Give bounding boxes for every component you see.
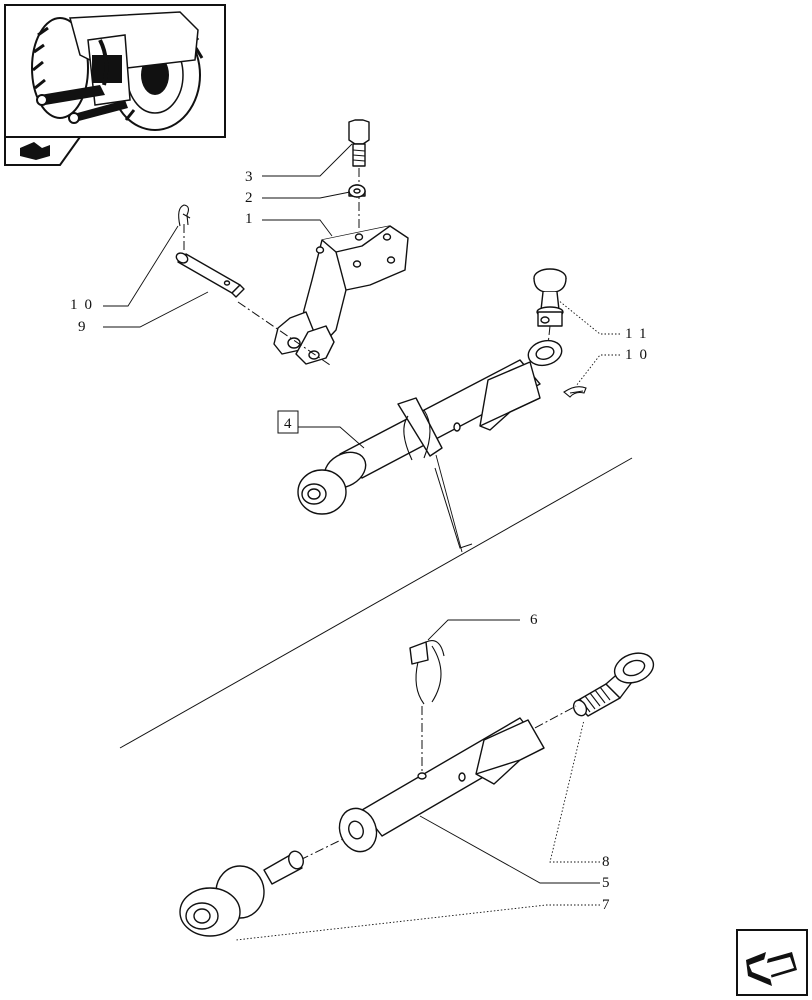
callout-7: 7 (602, 897, 617, 913)
callout-8: 8 (602, 854, 617, 870)
tube-part-5 (338, 717, 545, 853)
rear-end-part-7 (179, 850, 304, 937)
clamp-part-6 (409, 640, 445, 705)
bracket-part-1 (273, 225, 409, 365)
next-page-arrow-icon[interactable] (736, 929, 808, 996)
section-symbol-icon (4, 136, 82, 166)
lift-link-part-4 (297, 339, 563, 515)
ball-joint-part-11 (533, 268, 567, 327)
threaded-eye-part-8 (572, 652, 655, 717)
bolt-part-3 (348, 119, 370, 167)
callout-9: 9 (78, 319, 93, 335)
washer-part-2 (348, 184, 366, 198)
break-indicator (434, 467, 473, 549)
pin-part-9 (175, 252, 245, 298)
callout-10-left: 10 (70, 297, 99, 313)
thumbnail-frame (4, 4, 226, 138)
callout-4: 4 (284, 416, 292, 432)
r-clip-part-10-left (178, 204, 191, 227)
section-divider-line (119, 457, 633, 749)
callout-4-box: 4 (277, 410, 299, 434)
callout-10-right: 10 (625, 347, 654, 363)
callout-5: 5 (602, 875, 617, 891)
leader-lines (103, 143, 620, 941)
callout-3: 3 (245, 169, 260, 185)
callout-1: 1 (245, 211, 260, 227)
callout-2: 2 (245, 190, 260, 206)
r-clip-part-10-right (563, 386, 587, 398)
callout-11: 11 (625, 326, 653, 342)
tractor-thumbnail-image (31, 11, 204, 131)
callout-6: 6 (530, 612, 545, 628)
